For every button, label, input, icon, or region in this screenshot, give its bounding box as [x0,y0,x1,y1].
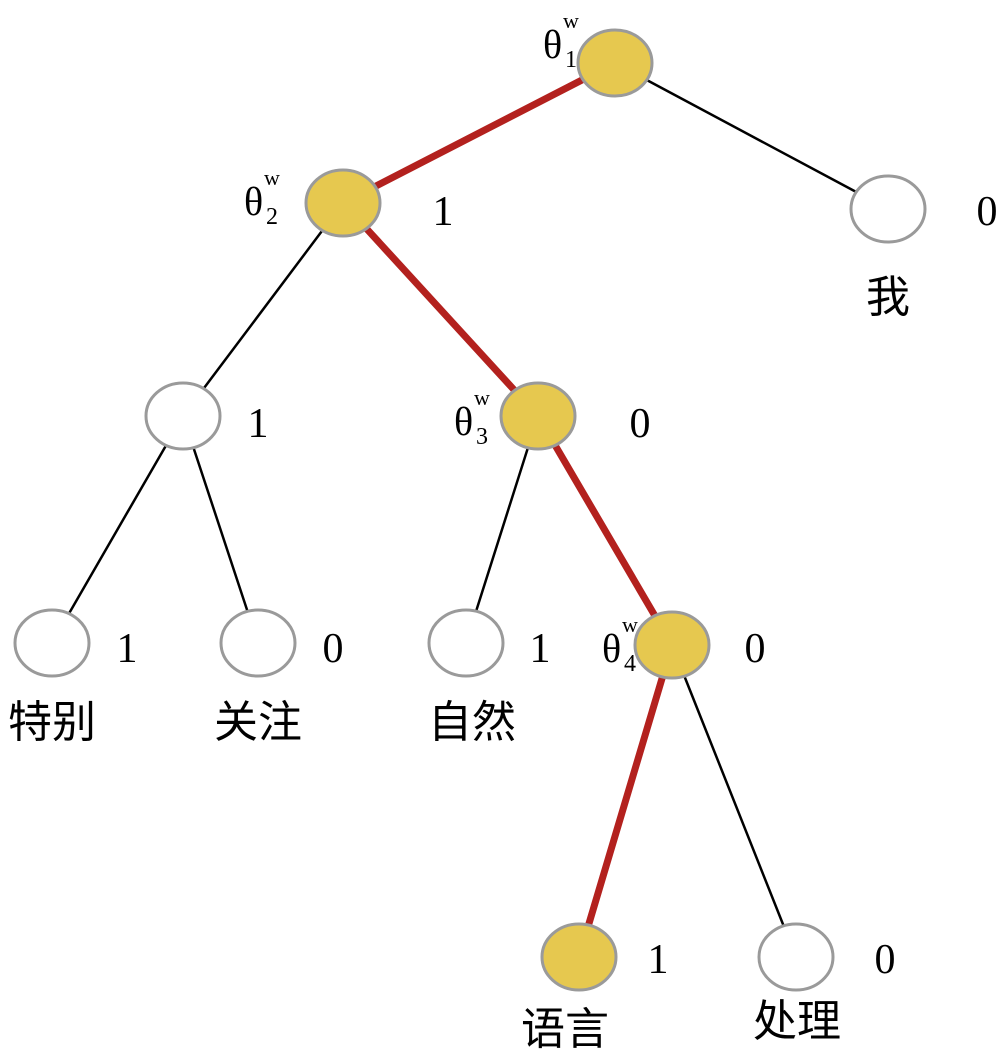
node-n4 [633,610,711,680]
node-root [576,28,654,98]
code-label-ziran: 1 [530,626,551,672]
code-label-wo: 0 [977,189,998,235]
code-label-n2: 1 [433,189,454,235]
word-label-ziran: 自然 [428,697,516,748]
edge-root-wo [645,78,858,194]
node-n3 [499,381,577,451]
theta-superscript: w [474,385,490,410]
theta-label-n2: θw 2 [244,165,280,230]
theta-symbol: θ [602,626,621,671]
theta-symbol: θ [244,179,263,224]
edge-n3-n4 [551,441,659,620]
word-label-yuyan: 语言 [521,1004,609,1055]
node-tebie [13,608,91,678]
node-guanzhu [219,608,297,678]
theta-symbol: θ [454,399,473,444]
theta-superscript: w [622,612,638,637]
word-label-tebie: 特别 [8,697,96,748]
theta-subscript: 4 [624,651,636,677]
edge-n4-yuyan [585,673,666,929]
node-n2 [304,168,382,238]
theta-superscript: w [563,8,579,33]
code-label-yuyan: 1 [648,937,669,983]
theta-label-root: θw 1 [543,8,579,73]
word-label-guanzhu: 关注 [214,697,302,748]
node-n3l [144,381,222,451]
edge-n3-ziran [474,446,530,613]
theta-subscript: 3 [476,424,488,450]
theta-subscript: 1 [565,47,577,73]
node-yuyan [540,922,618,992]
edge-root-n2 [371,75,587,191]
edge-n2-n3 [362,225,519,394]
code-label-guanzhu: 0 [323,626,344,672]
node-ziran [427,608,505,678]
code-label-tebie: 1 [117,626,138,672]
theta-label-n4: θw 4 [602,612,638,677]
edge-n2-n3l [202,229,324,390]
theta-subscript: 2 [266,204,278,230]
edges-layer [67,75,858,929]
theta-superscript: w [264,165,280,190]
edge-n4-chuli [683,674,785,928]
nodes-layer [13,28,927,992]
edge-n3l-guanzhu [192,446,249,613]
node-wo [849,174,927,244]
node-chuli [757,922,835,992]
word-label-wo: 我 [866,272,910,323]
theta-symbol: θ [543,22,562,67]
word-label-chuli: 处理 [753,996,841,1047]
code-label-n3l: 1 [248,401,269,447]
edge-n3l-tebie [67,444,168,615]
theta-label-n3: θw 3 [454,385,490,450]
code-label-n3: 0 [630,401,651,447]
code-label-n4: 0 [745,626,766,672]
code-label-chuli: 0 [875,937,896,983]
